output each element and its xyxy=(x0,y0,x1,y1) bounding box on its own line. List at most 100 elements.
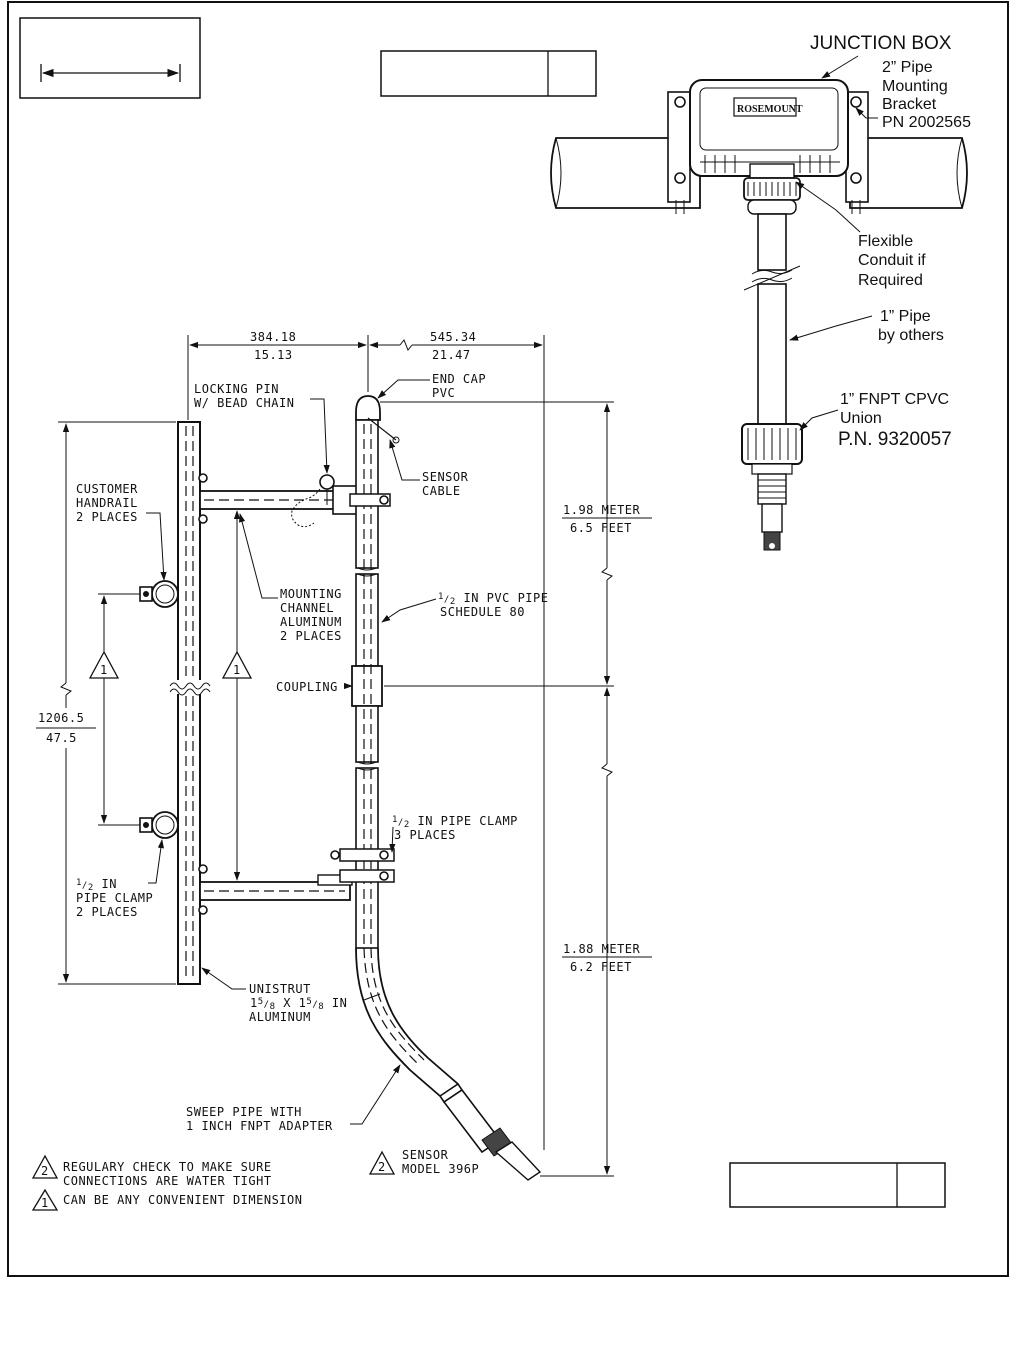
unistrut-label: UNISTRUT xyxy=(249,982,311,996)
triangle-1-label: 1 xyxy=(233,663,241,677)
pipe-clamp-label-2: 3 PLACES xyxy=(394,828,456,842)
pvc-pipe-label-2: SCHEDULE 80 xyxy=(440,605,525,619)
unistrut-a: 1 xyxy=(250,996,258,1010)
dim-channel-spacing xyxy=(230,508,250,881)
drawing-border xyxy=(7,1,1009,1277)
dim-top-width xyxy=(187,335,545,1150)
channel-label-2: CHANNEL xyxy=(280,601,334,615)
conduit-label-3: Required xyxy=(858,272,923,289)
unistrut-b-den: 8 xyxy=(318,1002,324,1012)
dim-offset-in: 21.47 xyxy=(432,348,471,362)
end-cap-label-2: PVC xyxy=(432,386,455,400)
handrail-label-2: HANDRAIL xyxy=(76,496,138,510)
note-2-line-1: REGULARY CHECK TO MAKE SURE xyxy=(63,1160,272,1174)
locking-pin-label-2: W/ BEAD CHAIN xyxy=(194,396,294,410)
box-ribs xyxy=(700,155,840,173)
sweep-label: SWEEP PIPE WITH xyxy=(186,1105,302,1119)
mounting-channel-upper xyxy=(198,473,368,524)
sweep-pipe xyxy=(355,947,542,1181)
pipe-clamp-label: 1/2 IN PIPE CLAMP xyxy=(392,814,518,830)
unistrut-a-num: 5 xyxy=(258,997,264,1007)
callout-labels: LOCKING PIN W/ BEAD CHAIN END CAP PVC SE… xyxy=(76,372,548,1176)
sensor-label-2: MODEL 396P xyxy=(402,1162,479,1176)
junction-labels: JUNCTION BOX 2” Pipe Mounting Bracket PN… xyxy=(810,33,971,450)
pipe-clamp2-text: IN xyxy=(94,877,117,891)
handrail-clamp-lower xyxy=(139,811,179,839)
note-1-text: CAN BE ANY CONVENIENT DIMENSION xyxy=(63,1193,302,1207)
pipe-others-label: 1” Pipe xyxy=(880,308,931,325)
union-label-2: Union xyxy=(840,410,882,427)
pipe-clamp3-text: IN PIPE CLAMP xyxy=(410,814,518,828)
unistrut-b-num: 5 xyxy=(306,997,312,1007)
bracket-label-3: Bracket xyxy=(882,96,937,113)
unistrut-b: X 1 xyxy=(276,996,307,1010)
dim-width-in: 15.13 xyxy=(254,348,293,362)
locking-pin xyxy=(291,474,335,528)
dim-right-heights xyxy=(380,401,652,1177)
junction-box-label: JUNCTION BOX xyxy=(810,33,952,54)
pipe-clamp3-frac-den: 2 xyxy=(404,820,410,830)
conduit-label: Flexible xyxy=(858,233,913,250)
bracket-label-4: PN 2002565 xyxy=(882,114,971,131)
dim-offset-mm: 545.34 xyxy=(430,330,476,344)
unistrut-a-den: 8 xyxy=(270,1002,276,1012)
dim-height-in: 47.5 xyxy=(46,731,77,745)
mounting-channel-lower xyxy=(198,864,353,915)
note-triangle-1: 1 xyxy=(41,1196,49,1210)
title-block-bottom xyxy=(729,1162,946,1208)
unistrut-label-3: ALUMINUM xyxy=(249,1010,311,1024)
channel-label-3: ALUMINUM xyxy=(280,615,342,629)
pipe-others-label-2: by others xyxy=(878,327,944,344)
pipe-clamp3-frac-num: 1 xyxy=(392,815,398,825)
dim-lower-m: 1.88 METER xyxy=(563,942,641,956)
pvc-pipe-label: 1/2 IN PVC PIPE xyxy=(438,591,548,607)
pipe-clamp2-frac-num: 1 xyxy=(76,878,82,888)
triangle-1-label: 1 xyxy=(100,663,108,677)
sensor-cable-label-2: CABLE xyxy=(422,484,461,498)
junction-box-detail: ROSEMOUNT xyxy=(550,79,968,551)
sensor-label: SENSOR xyxy=(402,1148,449,1162)
dim-height-mm: 1206.5 xyxy=(38,711,84,725)
sensor-cable-label: SENSOR xyxy=(422,470,469,484)
pvc-pipe xyxy=(330,395,395,949)
union-part-number: P.N. 9320057 xyxy=(838,429,952,450)
rosemount-logo: ROSEMOUNT xyxy=(737,104,803,115)
unistrut-c: IN xyxy=(324,996,347,1010)
dim-lower-ft: 6.2 FEET xyxy=(570,960,632,974)
junction-leader-lines xyxy=(789,55,878,431)
scale-box xyxy=(19,17,201,99)
note-triangle-2: 2 xyxy=(41,1164,49,1178)
handrail-clamp-label-3: 2 PLACES xyxy=(76,905,138,919)
note-triangle-1-handrail: 1 xyxy=(88,650,120,679)
notes: 2 REGULARY CHECK TO MAKE SURE CONNECTION… xyxy=(31,1154,302,1211)
unistrut-label-2: 15/8 X 15/8 IN xyxy=(250,996,347,1012)
note-triangle-1-channel: 1 xyxy=(221,650,253,679)
sweep-label-2: 1 INCH FNPT ADAPTER xyxy=(186,1119,333,1133)
handrail-clamp-label-2: PIPE CLAMP xyxy=(76,891,153,905)
pipe-clamp2-frac-den: 2 xyxy=(88,883,94,893)
dim-upper-ft: 6.5 FEET xyxy=(570,521,632,535)
conduit-label-2: Conduit if xyxy=(858,252,926,269)
channel-label-4: 2 PLACES xyxy=(280,629,342,643)
handrail-label-3: 2 PLACES xyxy=(76,510,138,524)
channel-label: MOUNTING xyxy=(280,587,342,601)
bracket-label-2: Mounting xyxy=(882,78,948,95)
handrail-clamp-label: 1/2 IN xyxy=(76,877,117,893)
union-label: 1” FNPT CPVC xyxy=(840,391,949,408)
handrail-clamp-upper xyxy=(139,580,179,608)
triangle-2-label: 2 xyxy=(378,1160,386,1174)
dim-width-mm: 384.18 xyxy=(250,330,296,344)
locking-pin-label: LOCKING PIN xyxy=(194,382,279,396)
pvc-pipe-frac-den: 2 xyxy=(450,597,456,607)
sensor-cable xyxy=(367,417,397,441)
unistrut-post xyxy=(169,421,211,985)
dimension-labels: 384.18 15.13 545.34 21.47 1206.5 47.5 1.… xyxy=(32,330,641,974)
handrail-label: CUSTOMER xyxy=(76,482,138,496)
note-2-line-2: CONNECTIONS ARE WATER TIGHT xyxy=(63,1174,272,1188)
coupling-label: COUPLING xyxy=(276,680,338,694)
bracket-label: 2” Pipe xyxy=(882,59,933,76)
leader-lines xyxy=(146,379,437,1125)
dim-upper-m: 1.98 METER xyxy=(563,503,641,517)
pvc-pipe-frac-num: 1 xyxy=(438,592,444,602)
